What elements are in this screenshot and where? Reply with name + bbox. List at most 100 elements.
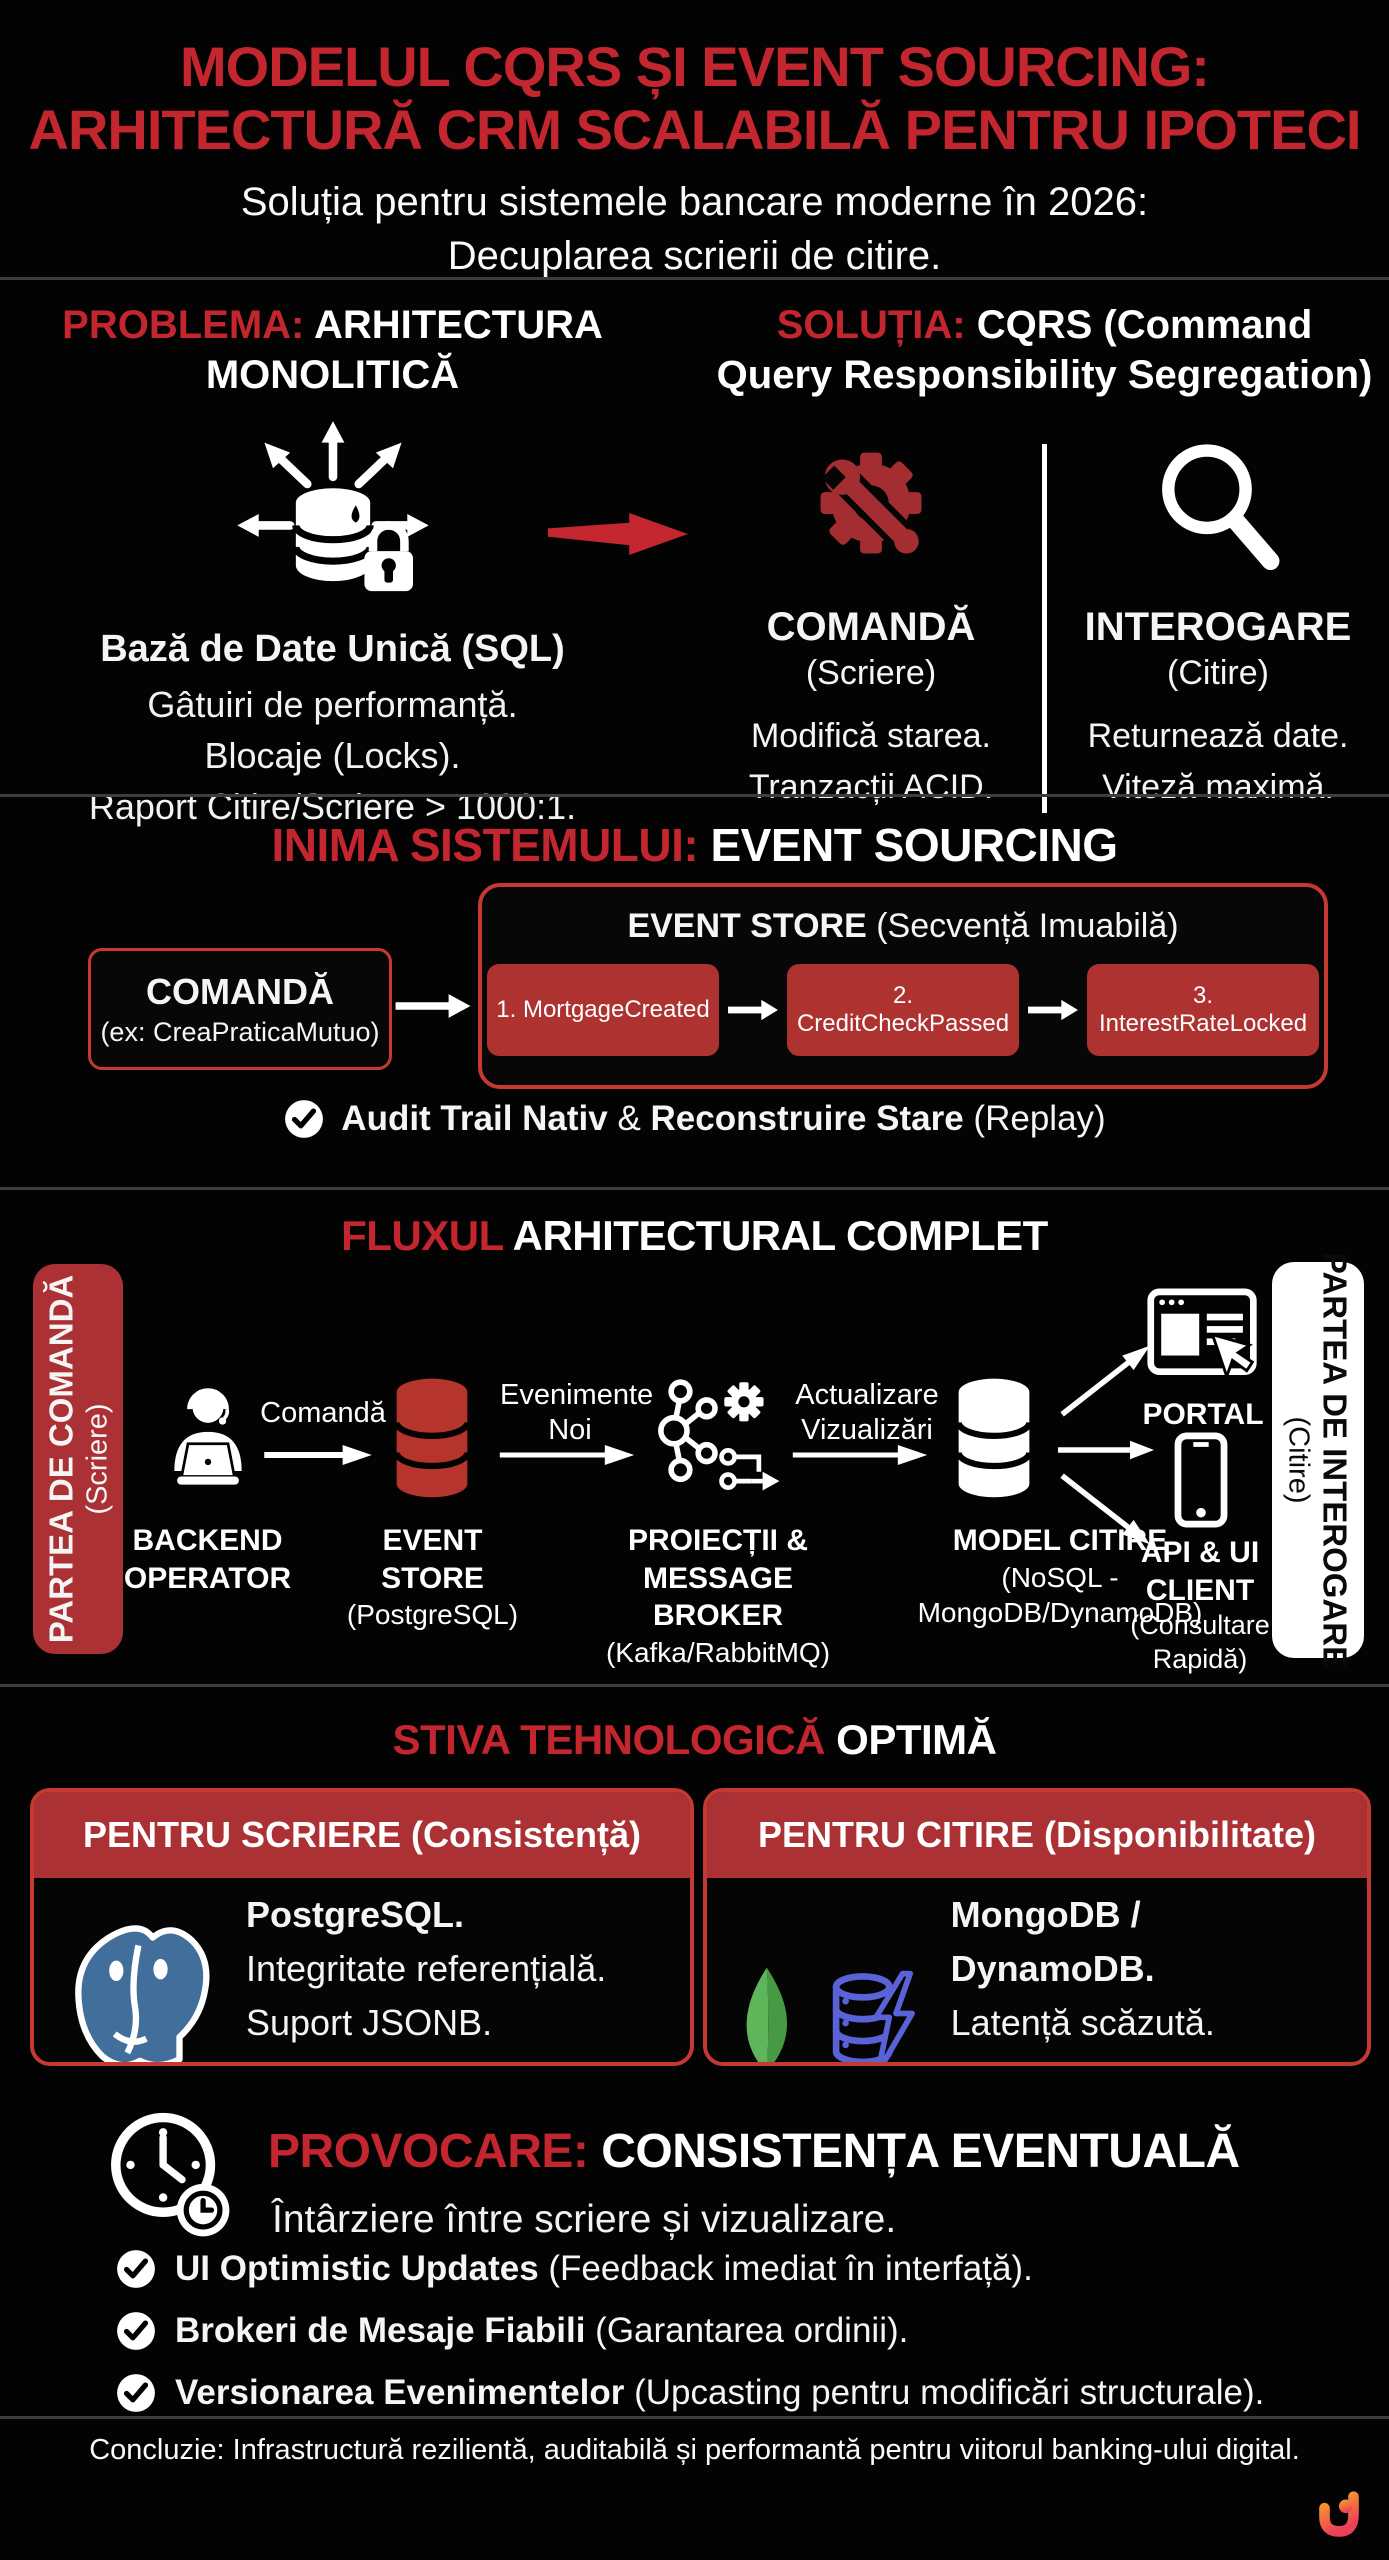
bullet-text: UI Optimistic Updates (Feedback imediat … [175, 2249, 1033, 2289]
divider-4 [0, 1684, 1389, 1687]
command-title: COMANDĂ [766, 605, 976, 649]
divider-3 [0, 1187, 1389, 1190]
write-card-header: PENTRU SCRIERE (Consistență) [34, 1792, 690, 1878]
api-client-label: API & UI CLIENT (Consultare Rapidă) [1124, 1534, 1276, 1677]
event-arrow-icon [1028, 999, 1078, 1021]
flow-arrow-1-icon [264, 1445, 372, 1465]
bullet-bold: UI Optimistic Updates [175, 2249, 539, 2288]
read-card-header: PENTRU CITIRE (Disponibilitate) [707, 1792, 1367, 1878]
command-arrow-label: Comandă [260, 1397, 386, 1429]
flow-heading: FLUXUL ARHITECTURAL COMPLET [0, 1212, 1389, 1260]
broker-node-subtitle: (Kafka/RabbitMQ) [605, 1636, 831, 1668]
stack-heading-rest: OPTIMĂ [836, 1716, 997, 1763]
portal-label: PORTAL [1142, 1398, 1264, 1431]
challenge-bullet-1: UI Optimistic Updates (Feedback imediat … [115, 2248, 1033, 2290]
broker-node-label: PROIECȚII & MESSAGE BROKER (Kafka/Rabbit… [588, 1522, 848, 1670]
command-box-title: COMANDĂ [146, 970, 334, 1012]
problem-heading-accent: PROBLEMA: [62, 303, 314, 347]
flow-heading-rest: ARHITECTURAL COMPLET [512, 1212, 1049, 1259]
stack-heading: STIVA TEHNOLOGICĂ OPTIMĂ [0, 1716, 1389, 1764]
event-box-3: 3. InterestRateLocked [1087, 964, 1319, 1056]
command-query-divider [1042, 444, 1047, 813]
fanout-arrow-up-icon [1060, 1345, 1150, 1417]
problem-point: Blocaje (Locks). [204, 735, 461, 777]
event-box-2: 2. CreditCheckPassed [787, 964, 1019, 1056]
read-side-bar-title: PARTEA DE INTEROGARE [1316, 1251, 1354, 1669]
command-side: COMANDĂ (Scriere) Modifică starea. Tranz… [700, 434, 1042, 813]
read-card-text: MongoDB / DynamoDB. Latență scăzută. Dat… [950, 1888, 1341, 2062]
bullet-bold: Versionarea Evenimentelor [175, 2373, 625, 2412]
bullet-rest: (Feedback imediat în interfață). [538, 2249, 1033, 2288]
read-side-bar-subtitle: (Citire) [1282, 1416, 1315, 1504]
problem-point: Raport Citire/Scriere > 1000:1. [88, 786, 577, 828]
subtitle-line1: Soluția pentru sistemele bancare moderne… [240, 180, 1149, 225]
write-card-line: Integritate referențială. [246, 1948, 607, 1989]
solution-heading: SOLUȚIA: CQRS (Command Query Responsibil… [700, 300, 1389, 400]
write-card-line: Suport JSONB. [246, 2002, 493, 2043]
problem-heading-line2: MONOLITICĂ [205, 353, 460, 397]
write-card-title: PostgreSQL. [246, 1894, 465, 1935]
write-side-bar-title: PARTEA DE COMANDĂ [42, 1274, 80, 1644]
mongodb-logo [746, 1967, 788, 2062]
event-sourcing-heading-rest: EVENT SOURCING [710, 819, 1119, 871]
problem-section: PROBLEMA: ARHITECTURA MONOLITICĂ [5, 300, 660, 832]
problem-heading-rest: ARHITECTURA [313, 303, 603, 347]
fanout-arrow-mid-icon [1058, 1440, 1154, 1460]
problem-point: Gâtuiri de performanță. [147, 684, 518, 725]
event-store-title-bold: EVENT STORE [627, 907, 867, 945]
check-circle-icon [117, 2312, 155, 2350]
check-circle-icon [117, 2374, 155, 2412]
api-client-title: API & UI CLIENT [1140, 1536, 1260, 1607]
subtitle-line2: Decuplarea scrierii de citire. [447, 234, 942, 279]
database-lock-icon [236, 421, 429, 592]
challenge-subtitle: Întârziere între scriere și vizualizare. [272, 2198, 897, 2241]
solution-heading-rest: CQRS (Command [976, 303, 1313, 347]
audit-bold-2: Reconstruire Stare [650, 1099, 964, 1138]
event-box-1: 1. MortgageCreated [487, 964, 719, 1056]
watermark-logo [1319, 2491, 1359, 2537]
command-input-box: COMANDĂ (ex: CreaPraticaMutuo) [88, 948, 392, 1070]
audit-rest: (Replay) [963, 1099, 1106, 1138]
challenge-bullet-3: Versionarea Evenimentelor (Upcasting pen… [115, 2372, 1264, 2414]
header: MODELUL CQRS ȘI EVENT SOURCING: ARHITECT… [0, 35, 1389, 283]
new-events-arrow-label: Evenimente Noi [500, 1379, 654, 1446]
read-card-line: Latență scăzută. [950, 2002, 1215, 2043]
command-subtitle: (Scriere) [805, 654, 937, 692]
audit-bold-1: Audit Trail Nativ [341, 1099, 608, 1138]
event-store-db-icon [393, 1378, 471, 1498]
event-store-node-label: EVENT STORE (PostgreSQL) [330, 1522, 535, 1632]
event-store-container: EVENT STORE (Secvență Imuabilă) 1. Mortg… [478, 883, 1328, 1089]
query-title: INTEROGARE [1084, 605, 1352, 649]
challenge-heading: PROVOCARE: CONSISTENȚA EVENTUALĂ [268, 2124, 1240, 2179]
divider-1 [0, 277, 1389, 280]
problem-db-label: Bază de Date Unică (SQL) [100, 628, 565, 670]
read-card-title: MongoDB / DynamoDB. [950, 1894, 1155, 1989]
api-client-subtitle: (Consultare Rapidă) [1130, 1610, 1270, 1674]
write-card-text: PostgreSQL. Integritate referențială. Su… [246, 1888, 607, 2062]
postgresql-logo [75, 1925, 210, 2062]
query-line: Returnează date. [1087, 717, 1349, 755]
bullet-bold: Brokeri de Mesaje Fiabili [175, 2311, 586, 2350]
challenge-heading-rest: CONSISTENȚA EVENTUALĂ [601, 2125, 1240, 2178]
solution-section: SOLUȚIA: CQRS (Command Query Responsibil… [700, 300, 1389, 813]
read-side-bar: PARTEA DE INTEROGARE (Citire) [1272, 1252, 1364, 1668]
flow-arrow-3-icon [792, 1445, 928, 1465]
event-sourcing-heading-accent: INIMA SISTEMULUI: [271, 819, 711, 871]
query-line: Viteză maximă. [1102, 768, 1334, 806]
write-card-line: Garanții ACID. [246, 2050, 606, 2062]
message-broker-icon [658, 1379, 780, 1491]
backend-operator-label: BACKEND OPERATOR [123, 1524, 292, 1595]
conclusion-text: Concluzie: Infrastructură rezilientă, au… [89, 2434, 1300, 2466]
write-stack-card: PENTRU SCRIERE (Consistență) PostgreSQL.… [30, 1788, 694, 2066]
audit-trail-row: Audit Trail Nativ & Reconstruire Stare (… [0, 1098, 1389, 1140]
audit-trail-text: Audit Trail Nativ & Reconstruire Stare (… [341, 1099, 1105, 1139]
broker-node-title: PROIECȚII & MESSAGE BROKER [627, 1524, 808, 1632]
page-title-line1: MODELUL CQRS ȘI EVENT SOURCING: [180, 35, 1210, 98]
flow-heading-accent: FLUXUL [341, 1212, 513, 1259]
phone-icon [1174, 1432, 1228, 1528]
command-line: Modifică starea. [750, 717, 991, 755]
gear-wrench-icon [820, 452, 922, 554]
read-model-node-subtitle: (NoSQL - MongoDB/DynamoDB) [917, 1561, 1203, 1628]
command-to-store-arrow-icon [395, 994, 471, 1018]
